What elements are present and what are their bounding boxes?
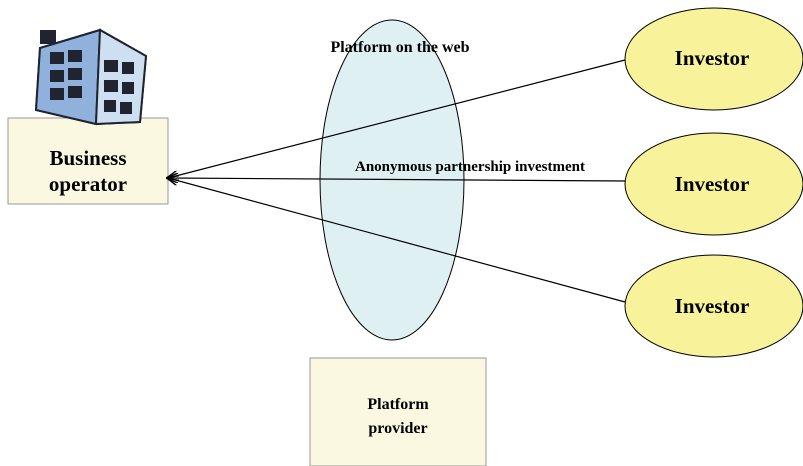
platform-web-label: Platform on the web [330,39,470,56]
arrow-investor-1 [168,59,626,178]
platform-provider-line2: provider [368,420,428,437]
office-building-icon [34,28,148,126]
investor-ellipse-1 [624,7,803,111]
business-operator-box [7,117,169,205]
investment-label: Anonymous partnership investment [354,159,586,175]
investor-label-1: Investor [674,46,750,70]
business-operator-line1: Business [49,146,127,170]
business-operator-label: Business operator [8,145,168,197]
investor-label-3: Investor [674,294,750,318]
arrow-investor-3 [168,178,626,303]
investor-label-2: Investor [674,172,750,196]
investor-ellipse-2 [624,132,803,236]
investor-ellipse-3 [624,254,803,358]
platform-provider-label: Platform provider [310,393,486,441]
platform-provider-line1: Platform [367,396,429,413]
arrow-investor-2 [168,178,626,181]
business-operator-line2: operator [48,172,128,196]
platform-provider-box [309,357,487,466]
